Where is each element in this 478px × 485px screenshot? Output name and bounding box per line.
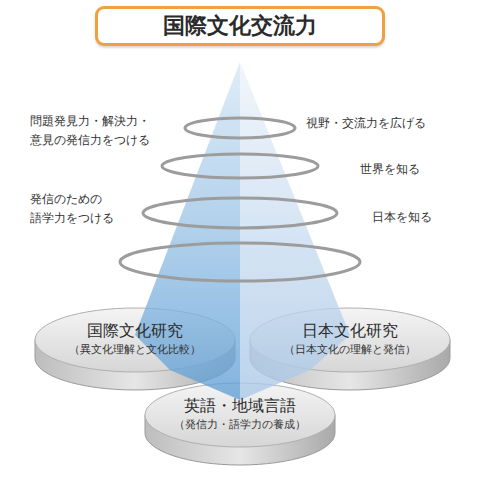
node-subtitle: （日本文化の理解と発信） <box>284 342 416 357</box>
disk-node: 英語・地域言語（発信力・語学力の養成） <box>170 395 310 432</box>
disk-node: 日本文化研究（日本文化の理解と発信） <box>280 320 420 357</box>
side-label: 世界を知る <box>360 160 460 179</box>
side-label: 視野・交流力を広げる <box>306 114 466 133</box>
side-label: 発信のための 語学力をつける <box>30 190 140 227</box>
ring <box>120 118 360 281</box>
diagram-title: 国際文化交流力 <box>95 6 385 46</box>
disk-node: 国際文化研究（異文化理解と文化比較） <box>65 320 205 357</box>
node-subtitle: （発信力・語学力の養成） <box>174 417 306 432</box>
node-subtitle: （異文化理解と文化比較） <box>69 342 201 357</box>
node-heading: 国際文化研究 <box>87 320 183 342</box>
side-label: 問題発見力・解決力・ 意見の発信力をつける <box>30 112 180 149</box>
side-label: 日本を知る <box>372 208 472 227</box>
node-heading: 日本文化研究 <box>302 320 398 342</box>
node-heading: 英語・地域言語 <box>184 395 296 417</box>
